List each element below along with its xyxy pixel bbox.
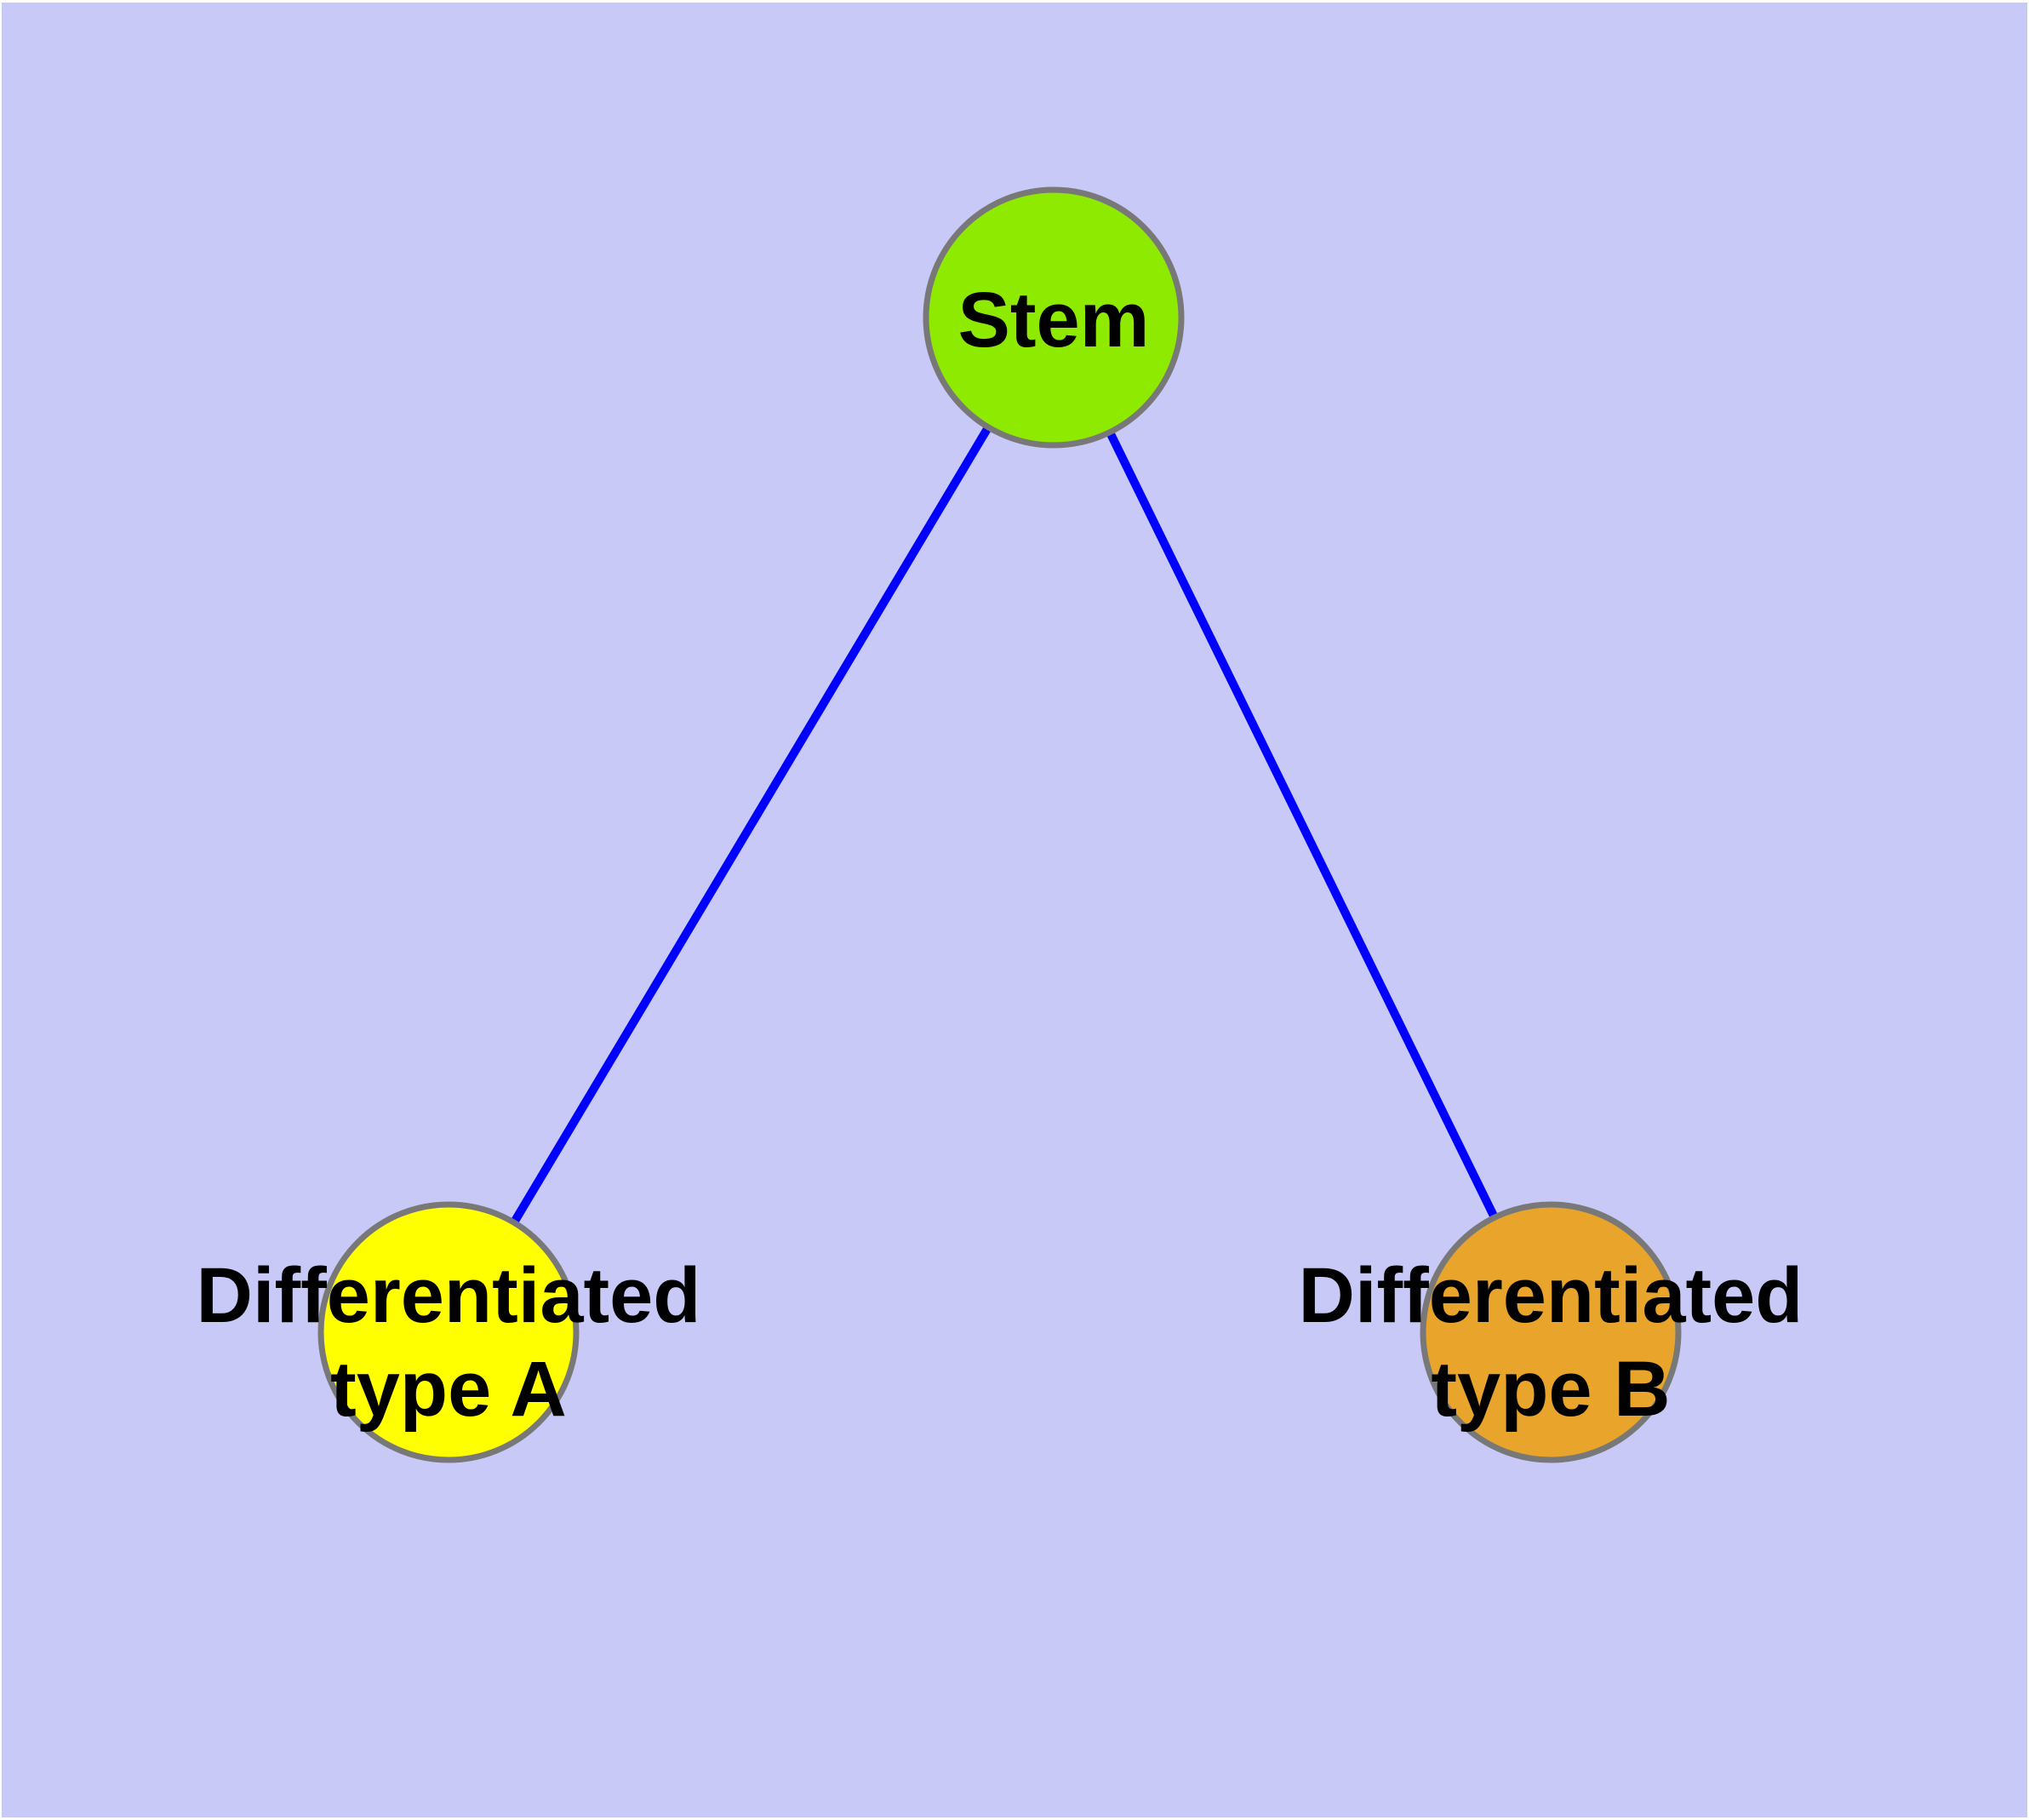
node-differentiated-type-b-label-line-2: type B bbox=[1431, 1346, 1670, 1433]
node-differentiated-type-b-label-line-1: Differentiated bbox=[1299, 1252, 1803, 1339]
node-differentiated-type-a bbox=[317, 1201, 580, 1463]
node-stem bbox=[923, 186, 1185, 449]
edge-stem-to-differentiated-type-a bbox=[444, 315, 1058, 1335]
node-stem-label: Stem bbox=[958, 277, 1150, 363]
edges-layer bbox=[444, 315, 1555, 1335]
nodes-layer bbox=[317, 186, 1682, 1463]
node-differentiated-type-a-label-line-1: Differentiated bbox=[197, 1252, 701, 1339]
node-differentiated-type-a-label-line-2: type A bbox=[330, 1346, 567, 1433]
node-stem-label-line-1: Stem bbox=[958, 277, 1150, 363]
node-differentiated-type-b bbox=[1420, 1201, 1682, 1463]
edge-stem-to-differentiated-type-b bbox=[1049, 315, 1555, 1335]
